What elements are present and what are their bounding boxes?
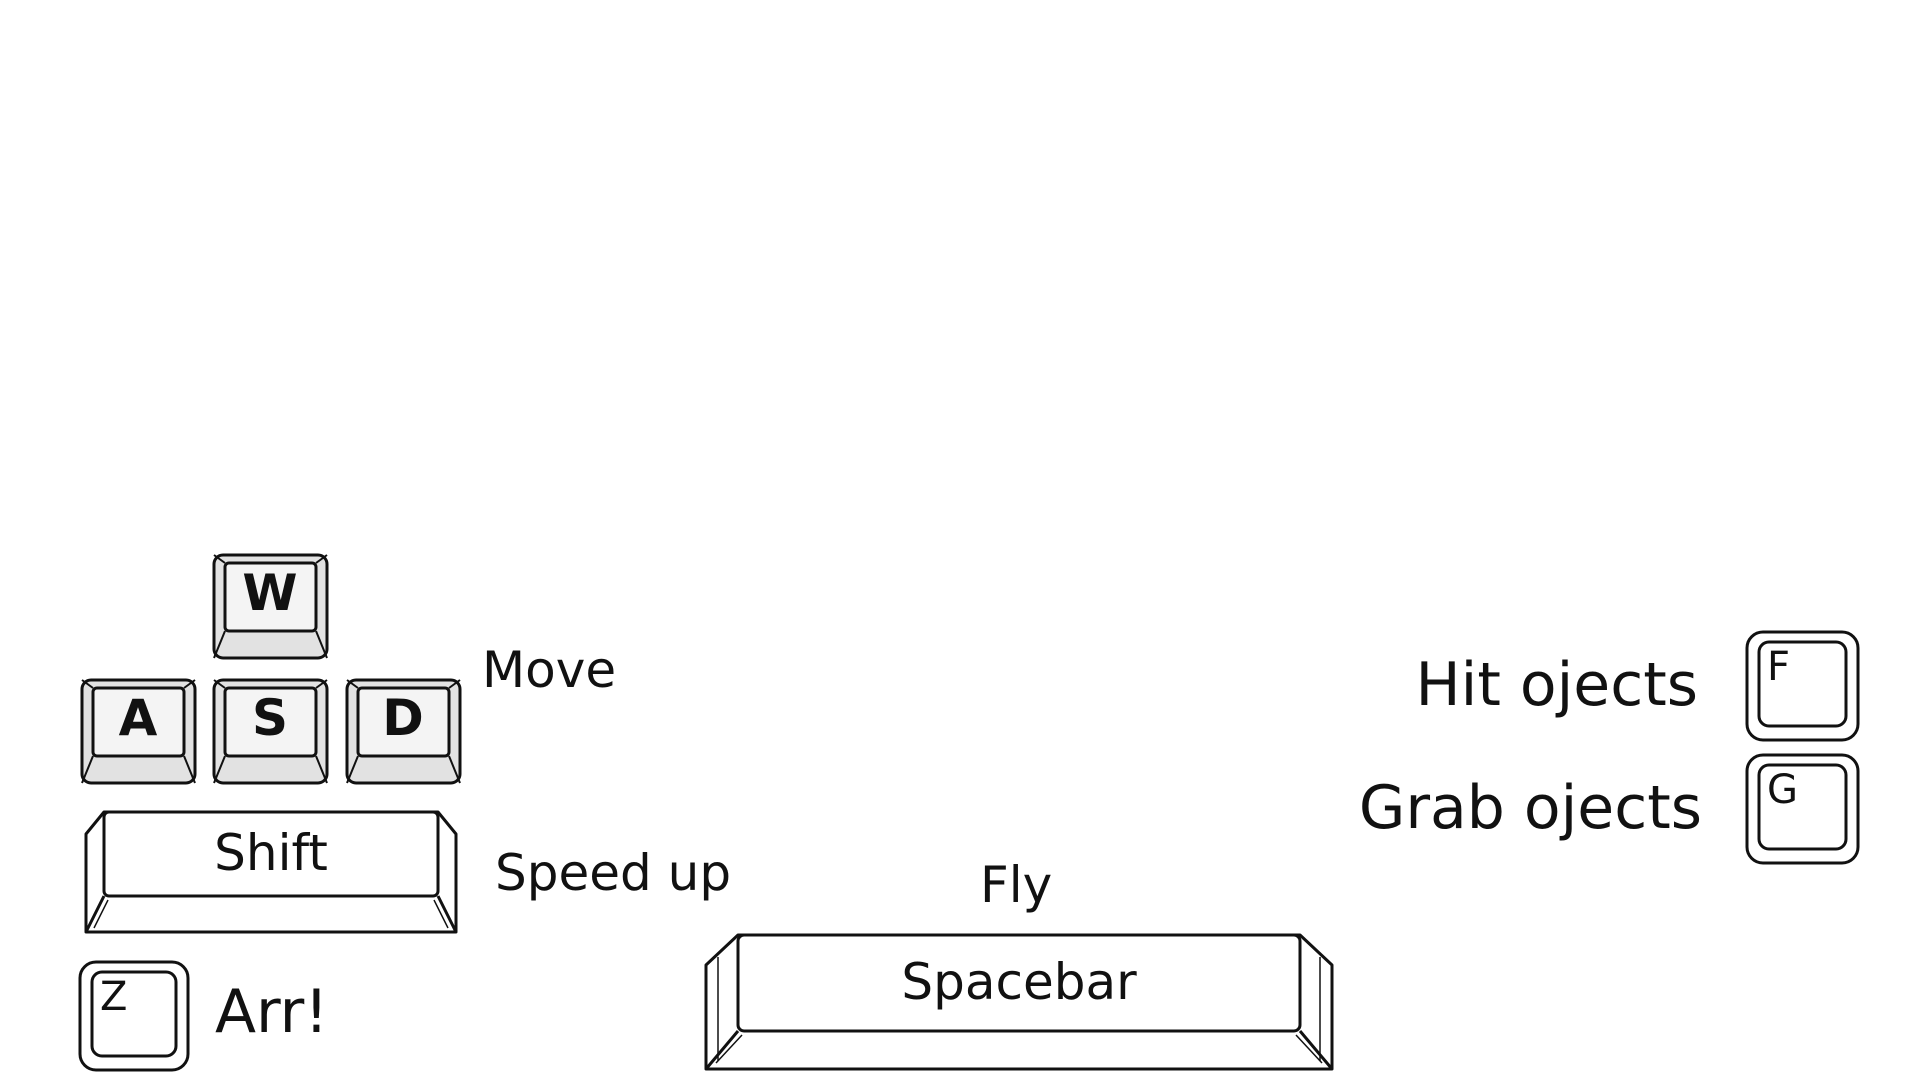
a-key-label: A	[119, 689, 158, 747]
f-key: F	[1745, 630, 1860, 742]
arr-label: Arr!	[215, 977, 329, 1047]
d-key-label: D	[382, 689, 424, 747]
move-label: Move	[482, 641, 617, 699]
w-key: W	[212, 553, 329, 660]
hit-objects-label: Hit ojects	[1415, 650, 1698, 720]
shift-key-label: Shift	[214, 824, 328, 882]
g-key: G	[1745, 753, 1860, 865]
speed-up-label: Speed up	[495, 844, 732, 902]
z-key: Z	[78, 960, 190, 1072]
f-key-label: F	[1767, 644, 1790, 690]
d-key: D	[345, 678, 462, 785]
z-key-label: Z	[100, 974, 127, 1020]
grab-objects-label: Grab ojects	[1358, 773, 1702, 843]
w-key-label: W	[242, 564, 297, 622]
s-key: S	[212, 678, 329, 785]
spacebar-key: Spacebar	[704, 933, 1334, 1071]
fly-label: Fly	[980, 856, 1053, 914]
shift-key: Shift	[84, 810, 458, 934]
a-key: A	[80, 678, 197, 785]
g-key-label: G	[1767, 767, 1798, 813]
spacebar-key-label: Spacebar	[901, 953, 1137, 1011]
s-key-label: S	[252, 689, 288, 747]
